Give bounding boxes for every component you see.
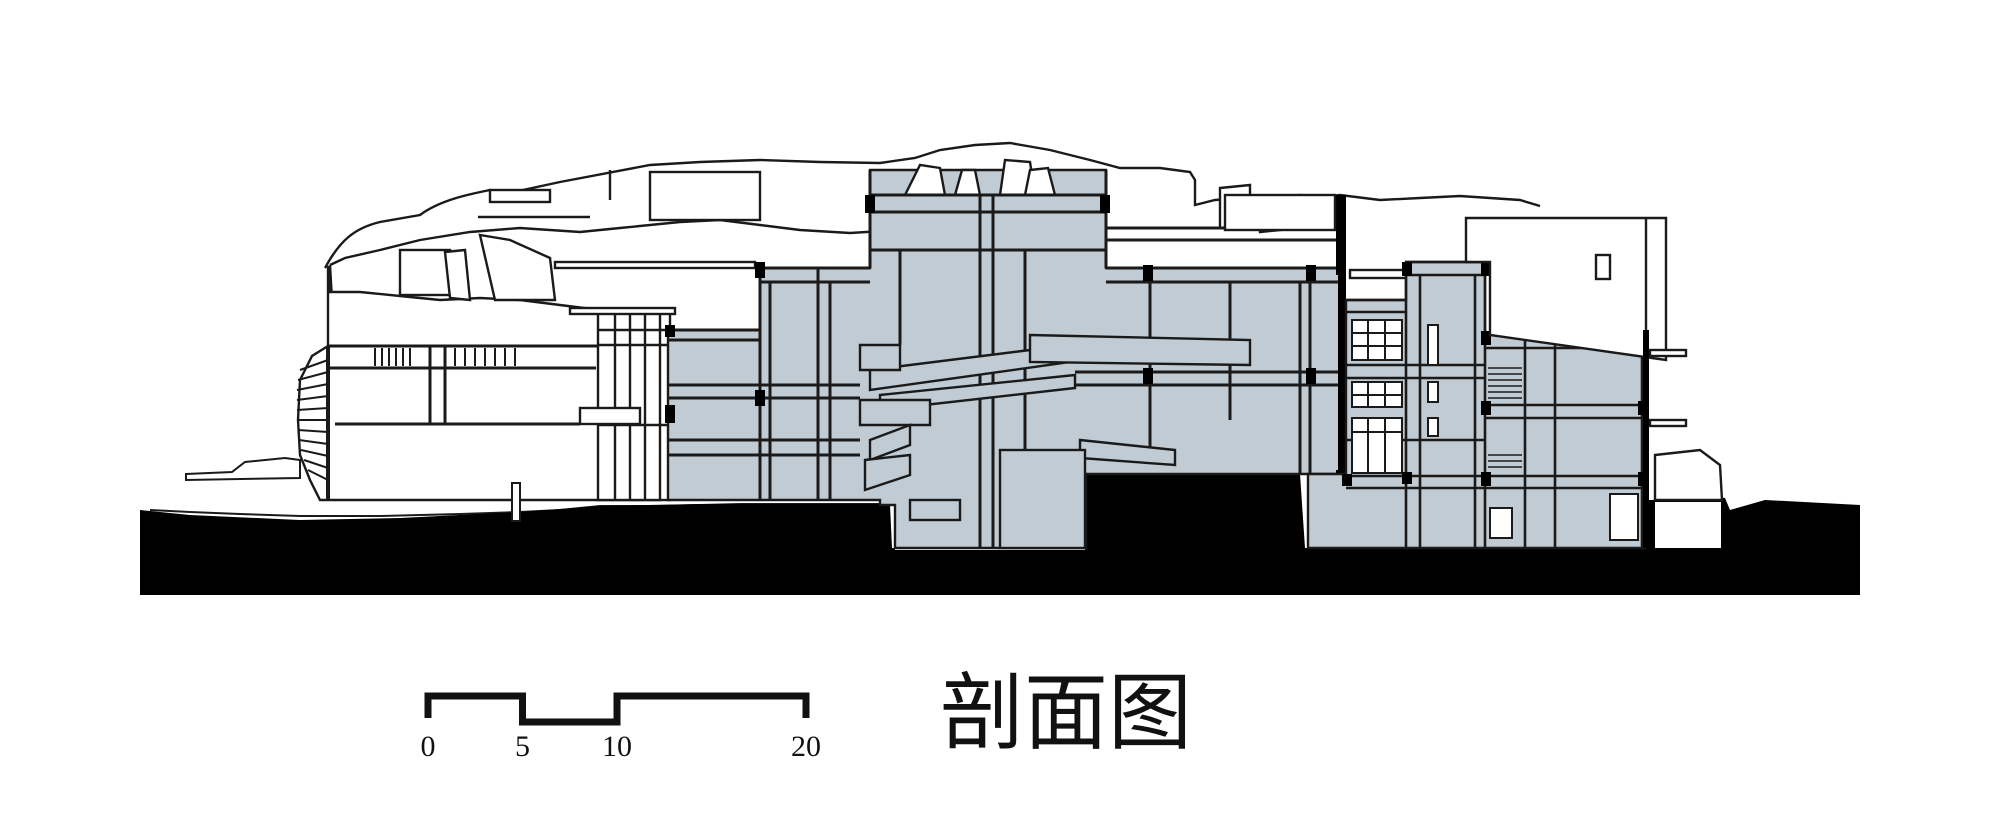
yard-post: [511, 482, 521, 522]
left-floor-slabs: [328, 344, 600, 426]
left-upper-structures: [398, 170, 762, 302]
scale-label-20: 20: [791, 730, 821, 763]
drawing-title: 剖面图: [940, 664, 1192, 762]
hill-outline: [323, 141, 1541, 269]
ramps: [858, 333, 1252, 522]
scale-label-0: 0: [421, 730, 436, 763]
scale-label-10: 10: [602, 730, 632, 763]
right-upper-structure: [1218, 183, 1414, 280]
glazed-bay: [568, 306, 677, 502]
curved-stair: [296, 359, 329, 481]
central-lower-box: [998, 448, 1087, 550]
left-window-mullions: [374, 348, 516, 366]
scale-label-5: 5: [515, 730, 530, 763]
central-column: [1338, 195, 1346, 495]
scale-bar: 0 5 10 20: [421, 692, 821, 763]
right-windows: [1351, 319, 1639, 541]
scale-bar-line: [424, 692, 810, 726]
right-stairs: [1488, 367, 1522, 468]
left-ledge: [185, 456, 301, 482]
ground-mass: [140, 474, 1860, 595]
